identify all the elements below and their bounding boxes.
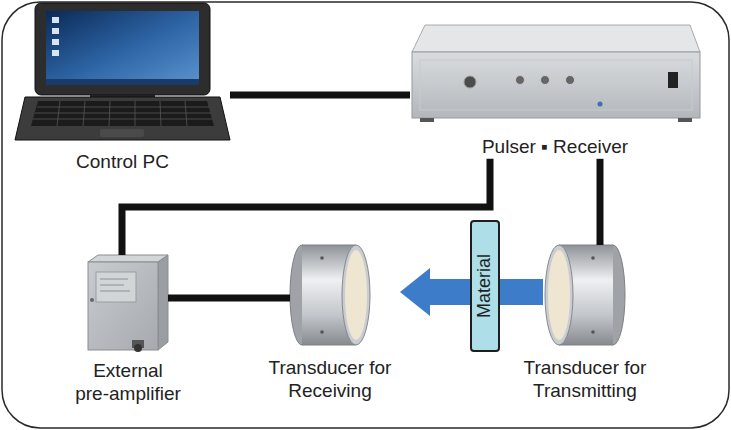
word: Material [474, 254, 494, 318]
word: ▪ [541, 136, 548, 157]
preamplifier-illustration-part-part [100, 285, 124, 286]
laptop-illustration-part-part [35, 113, 211, 114]
laptop-illustration-part-part [57, 101, 60, 126]
cable-line [122, 159, 490, 255]
word: External [93, 360, 163, 381]
device-label: External pre-amplifier [68, 360, 188, 406]
pulser-receiver-illustration-part [668, 72, 678, 88]
laptop-illustration-part [100, 129, 144, 137]
receiving-transducer-illustration [290, 245, 370, 345]
material-label: Material [475, 254, 495, 318]
pulser-receiver-illustration-part [516, 76, 525, 85]
laptop-illustration-part [35, 3, 210, 95]
transmitting-transducer-illustration-part [559, 345, 613, 346]
device-label: Transducer for Receiving [245, 357, 415, 403]
laptop-illustration-part [33, 101, 212, 126]
laptop-illustration-part [46, 11, 199, 85]
receiving-transducer-illustration-part [342, 245, 370, 345]
receiving-transducer-illustration-part [320, 330, 324, 334]
word: Transducer [524, 357, 619, 378]
word: for [624, 357, 646, 378]
pulser-receiver-illustration-part [678, 118, 692, 122]
laptop-illustration-part-part [135, 101, 136, 126]
preamplifier-illustration-part [158, 255, 168, 350]
receiving-transducer-illustration-part [320, 256, 324, 260]
laptop-illustration-part-part [160, 101, 161, 126]
pulser-receiver-illustration-part [541, 76, 550, 85]
pulser-receiver-illustration [412, 25, 700, 122]
cable-line [168, 295, 290, 302]
preamplifier-illustration-part [100, 279, 130, 291]
transmitting-transducer-illustration-part [591, 330, 595, 334]
word: Transmitting [533, 380, 637, 401]
device-label: Control PC [15, 151, 230, 174]
word: Receiver [553, 136, 628, 157]
transducer-node: Transducer for Receiving [242, 245, 418, 403]
word: Pulser [482, 136, 536, 157]
laptop-illustration-part [31, 101, 214, 126]
laptop-illustration-part [52, 28, 59, 34]
receiving-transducer-illustration-part [302, 345, 356, 346]
laptop-illustration [15, 3, 230, 140]
receiving-transducer-illustration-part [345, 250, 367, 340]
word: pre-amplifier [75, 383, 181, 404]
laptop-illustration-part [15, 97, 230, 140]
preamplifier-illustration-part [90, 298, 94, 302]
device-node: Pulser ▪ Receiver [410, 25, 700, 159]
device-label: Transducer for Transmitting [500, 357, 670, 403]
device-label: Pulser ▪ Receiver [410, 136, 700, 159]
laptop-illustration-part [52, 17, 59, 23]
laptop-illustration-part [52, 50, 59, 56]
pulser-receiver-illustration-part [420, 60, 692, 110]
pulser-receiver-illustration-part [412, 52, 700, 118]
device-node: External pre-amplifier [65, 255, 191, 406]
word: PC [143, 151, 169, 172]
preamplifier-illustration-part-part [100, 279, 128, 280]
laptop-illustration-part-part [83, 101, 85, 126]
pulser-receiver-illustration-part [412, 25, 700, 52]
laptop-illustration-part [46, 79, 199, 85]
material-box: Material [470, 220, 500, 352]
laptop-illustration-part-part [37, 107, 209, 108]
pulser-receiver-illustration-part [420, 118, 434, 122]
transmitting-transducer-illustration-part [548, 250, 570, 340]
preamplifier-illustration-part [96, 272, 136, 302]
word: Control [76, 151, 137, 172]
pc-node: Control PC [15, 3, 230, 174]
transmitting-transducer-illustration-part [591, 256, 595, 260]
transmitting-transducer-illustration-part [545, 245, 573, 345]
transducer-node: Transducer for Transmitting [497, 245, 673, 403]
preamplifier-illustration-part [88, 262, 158, 350]
laptop-illustration-part [52, 39, 59, 45]
word: Receiving [288, 380, 371, 401]
pulser-receiver-illustration-part [598, 102, 603, 107]
preamplifier-illustration-part [134, 344, 142, 352]
pulser-receiver-illustration-part [566, 76, 575, 85]
preamplifier-illustration-part [88, 255, 168, 262]
cable-line [597, 159, 604, 245]
cable-line [230, 92, 410, 99]
laptop-illustration-part-part [33, 119, 212, 120]
pulser-receiver-illustration-part [464, 76, 476, 88]
preamplifier-illustration [88, 255, 168, 352]
preamplifier-illustration-part-part [100, 291, 130, 292]
transmitting-transducer-illustration-part [559, 245, 613, 246]
word: Transducer [269, 357, 364, 378]
receiving-transducer-illustration-part [302, 245, 356, 246]
transmitting-transducer-illustration [545, 245, 625, 345]
word: for [369, 357, 391, 378]
laptop-illustration-part-part [109, 101, 110, 126]
laptop-illustration-part-part [185, 101, 187, 126]
